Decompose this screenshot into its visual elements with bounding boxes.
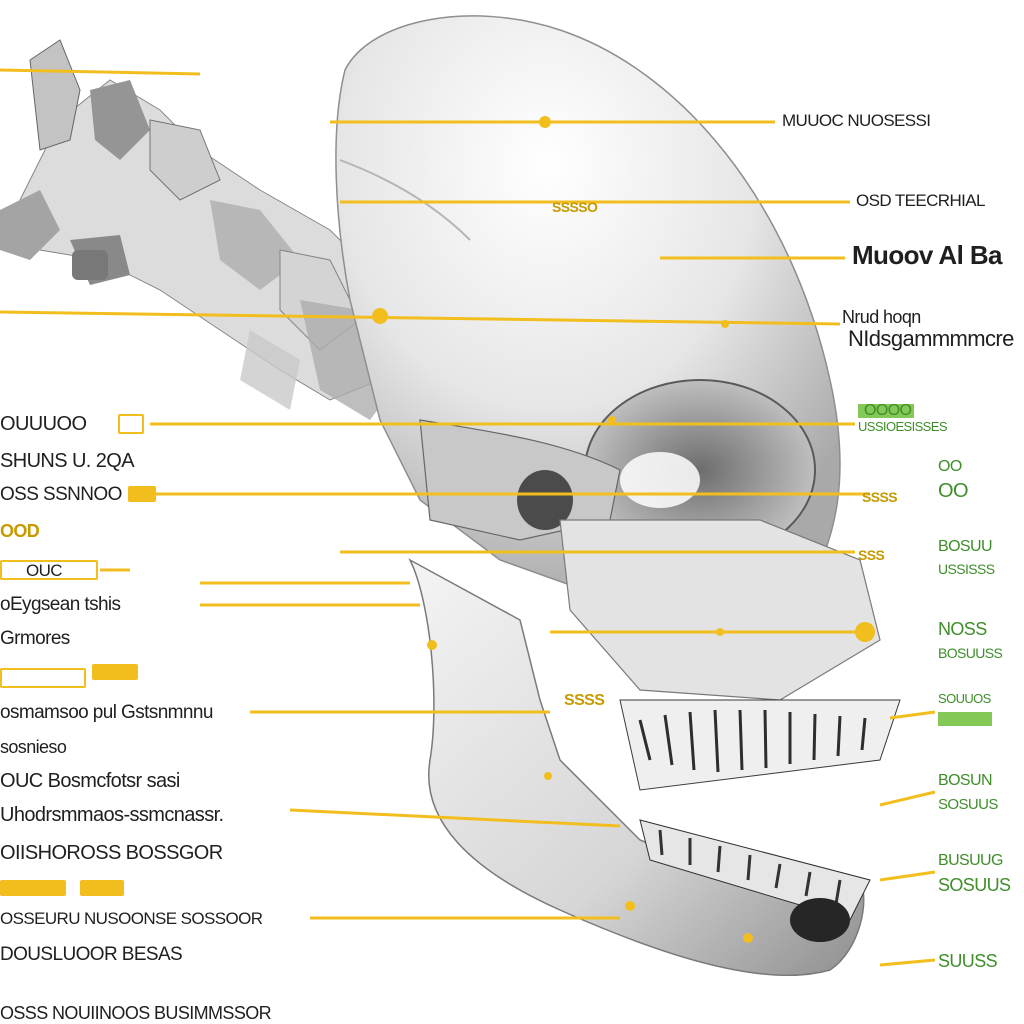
label-left-8: osmamsoo pul Gstsnmnnu [0,702,213,723]
label-left-13: OSSEURU NUSOONSE SOSSOOR [0,909,263,928]
label-left-4: OOD [0,521,40,541]
tag-left-12b [80,880,124,896]
label-left-1: OUUUOO [0,413,87,435]
label-right-1: MUUOC NUOSESSI [782,111,931,130]
label-green-10: BOSUN [938,772,993,789]
label-green-12: BUSUUG [938,852,1003,869]
label-green-4: OO [938,480,969,502]
tag-left-8b [92,664,138,680]
label-left-6: oEygsean tshis [0,594,121,615]
leader-dots [372,116,875,943]
label-right-3: Muoov Al Ba [852,240,1002,270]
label-mid-4: SSS [858,547,885,563]
label-left-7: Grmores [0,628,70,649]
vertebrae-cluster [0,39,401,420]
tag-left-1 [118,414,144,434]
label-green-1: OOOO [864,402,912,419]
label-left-14: DOUSLUOOR BESAS [0,944,183,965]
label-mid-3: SSSS [862,489,898,505]
label-green-5: BOSUU [938,538,993,555]
label-green-2: USSIOESISSES [858,419,948,434]
label-green-6: USSISSS [938,561,995,577]
tag-left-12a [0,880,66,896]
label-green-9: SOUUOS [938,691,991,706]
label-left-2: SHUNS U. 2QA [0,450,135,472]
label-green-8: BOSUUSS [938,645,1003,661]
label-right-4a: Nrud hoqn [842,307,921,327]
label-right-2: OSD TEECRHIAL [856,191,985,210]
tag-left-3 [128,486,156,502]
label-mid-1: SSSSO [552,199,598,215]
label-green-13: SOSUUS [938,875,1011,895]
label-left-10: OUC Bosmcfotsr sasi [0,770,180,792]
tag-left-8a [0,668,86,688]
green-tag-1 [858,404,914,418]
label-green-14: SUUSS [938,951,998,971]
upper-teeth [619,699,901,791]
label-left-9: sosnieso [0,737,67,757]
tag-left-5 [0,560,98,580]
label-green-11: SOSUUS [938,796,998,813]
label-right-4b: NIdsgammmmcre [848,326,1014,351]
leader-lines [0,68,936,967]
label-green-7: NOSS [938,619,987,639]
label-left-5: OUC [26,561,63,580]
label-left-12: OIISHOROSS BOSSGOR [0,842,223,864]
label-mid-2: SSSS [564,692,605,709]
label-left-15: OSSS NOUIINOOS BUSIMMSSOR [0,1003,272,1023]
label-left-3: OSS SSNNOO [0,484,122,505]
label-green-3: OO [938,458,962,475]
label-left-11: Uhodrsmmaos-ssmcnassr. [0,804,224,826]
green-tag-9 [938,712,992,726]
